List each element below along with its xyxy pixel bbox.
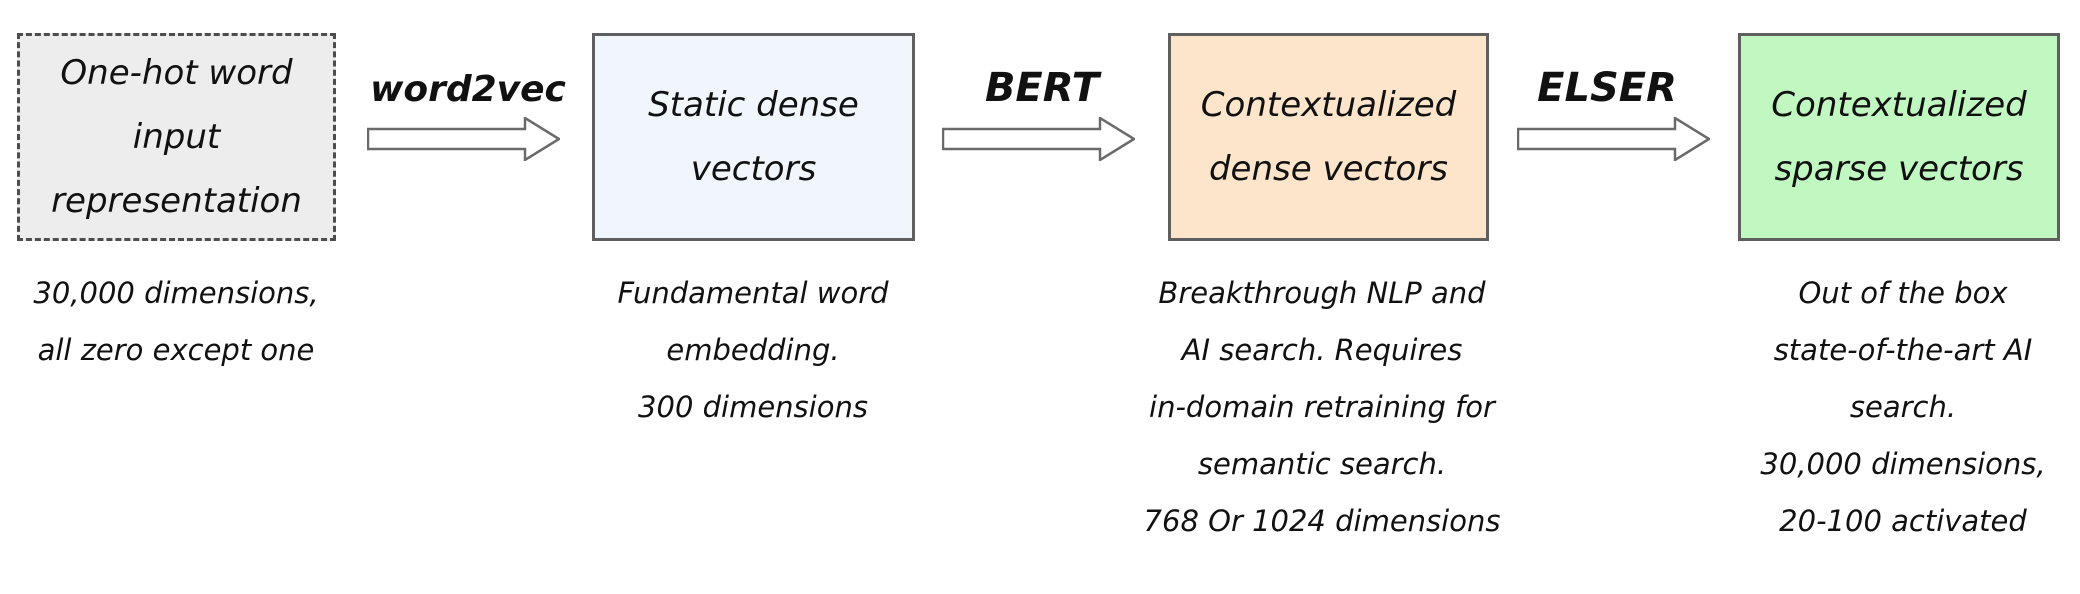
arrow-label-word2vec: word2vec	[370, 69, 566, 110]
stage-caption-contextualized-sparse: Out of the box state-of-the-art AI searc…	[1760, 276, 2046, 538]
stage-caption-static-dense: Fundamental word embedding. 300 dimensio…	[617, 276, 889, 424]
stage-caption-contextualized-dense: Breakthrough NLP and AI search. Requires…	[1143, 276, 1501, 538]
arrow-label-elser: ELSER	[1537, 65, 1677, 111]
arrow-right-icon	[942, 117, 1135, 161]
arrow-label-bert: BERT	[984, 65, 1100, 111]
stage-box-one-hot-input: One-hot word input representation	[17, 33, 336, 241]
stage-box-static-dense-vectors: Static dense vectors	[592, 33, 915, 241]
stage-title: One-hot word input representation	[51, 53, 302, 221]
stage-title: Contextualized sparse vectors	[1771, 85, 2027, 189]
stage-title: Static dense vectors	[648, 85, 859, 189]
stage-title: Contextualized dense vectors	[1200, 85, 1457, 189]
stage-caption-one-hot: 30,000 dimensions, all zero except one	[33, 276, 319, 367]
stage-box-contextualized-sparse-vectors: Contextualized sparse vectors	[1738, 33, 2060, 241]
arrow-right-icon	[367, 117, 560, 161]
stage-box-contextualized-dense-vectors: Contextualized dense vectors	[1168, 33, 1489, 241]
arrow-right-icon	[1517, 117, 1710, 161]
